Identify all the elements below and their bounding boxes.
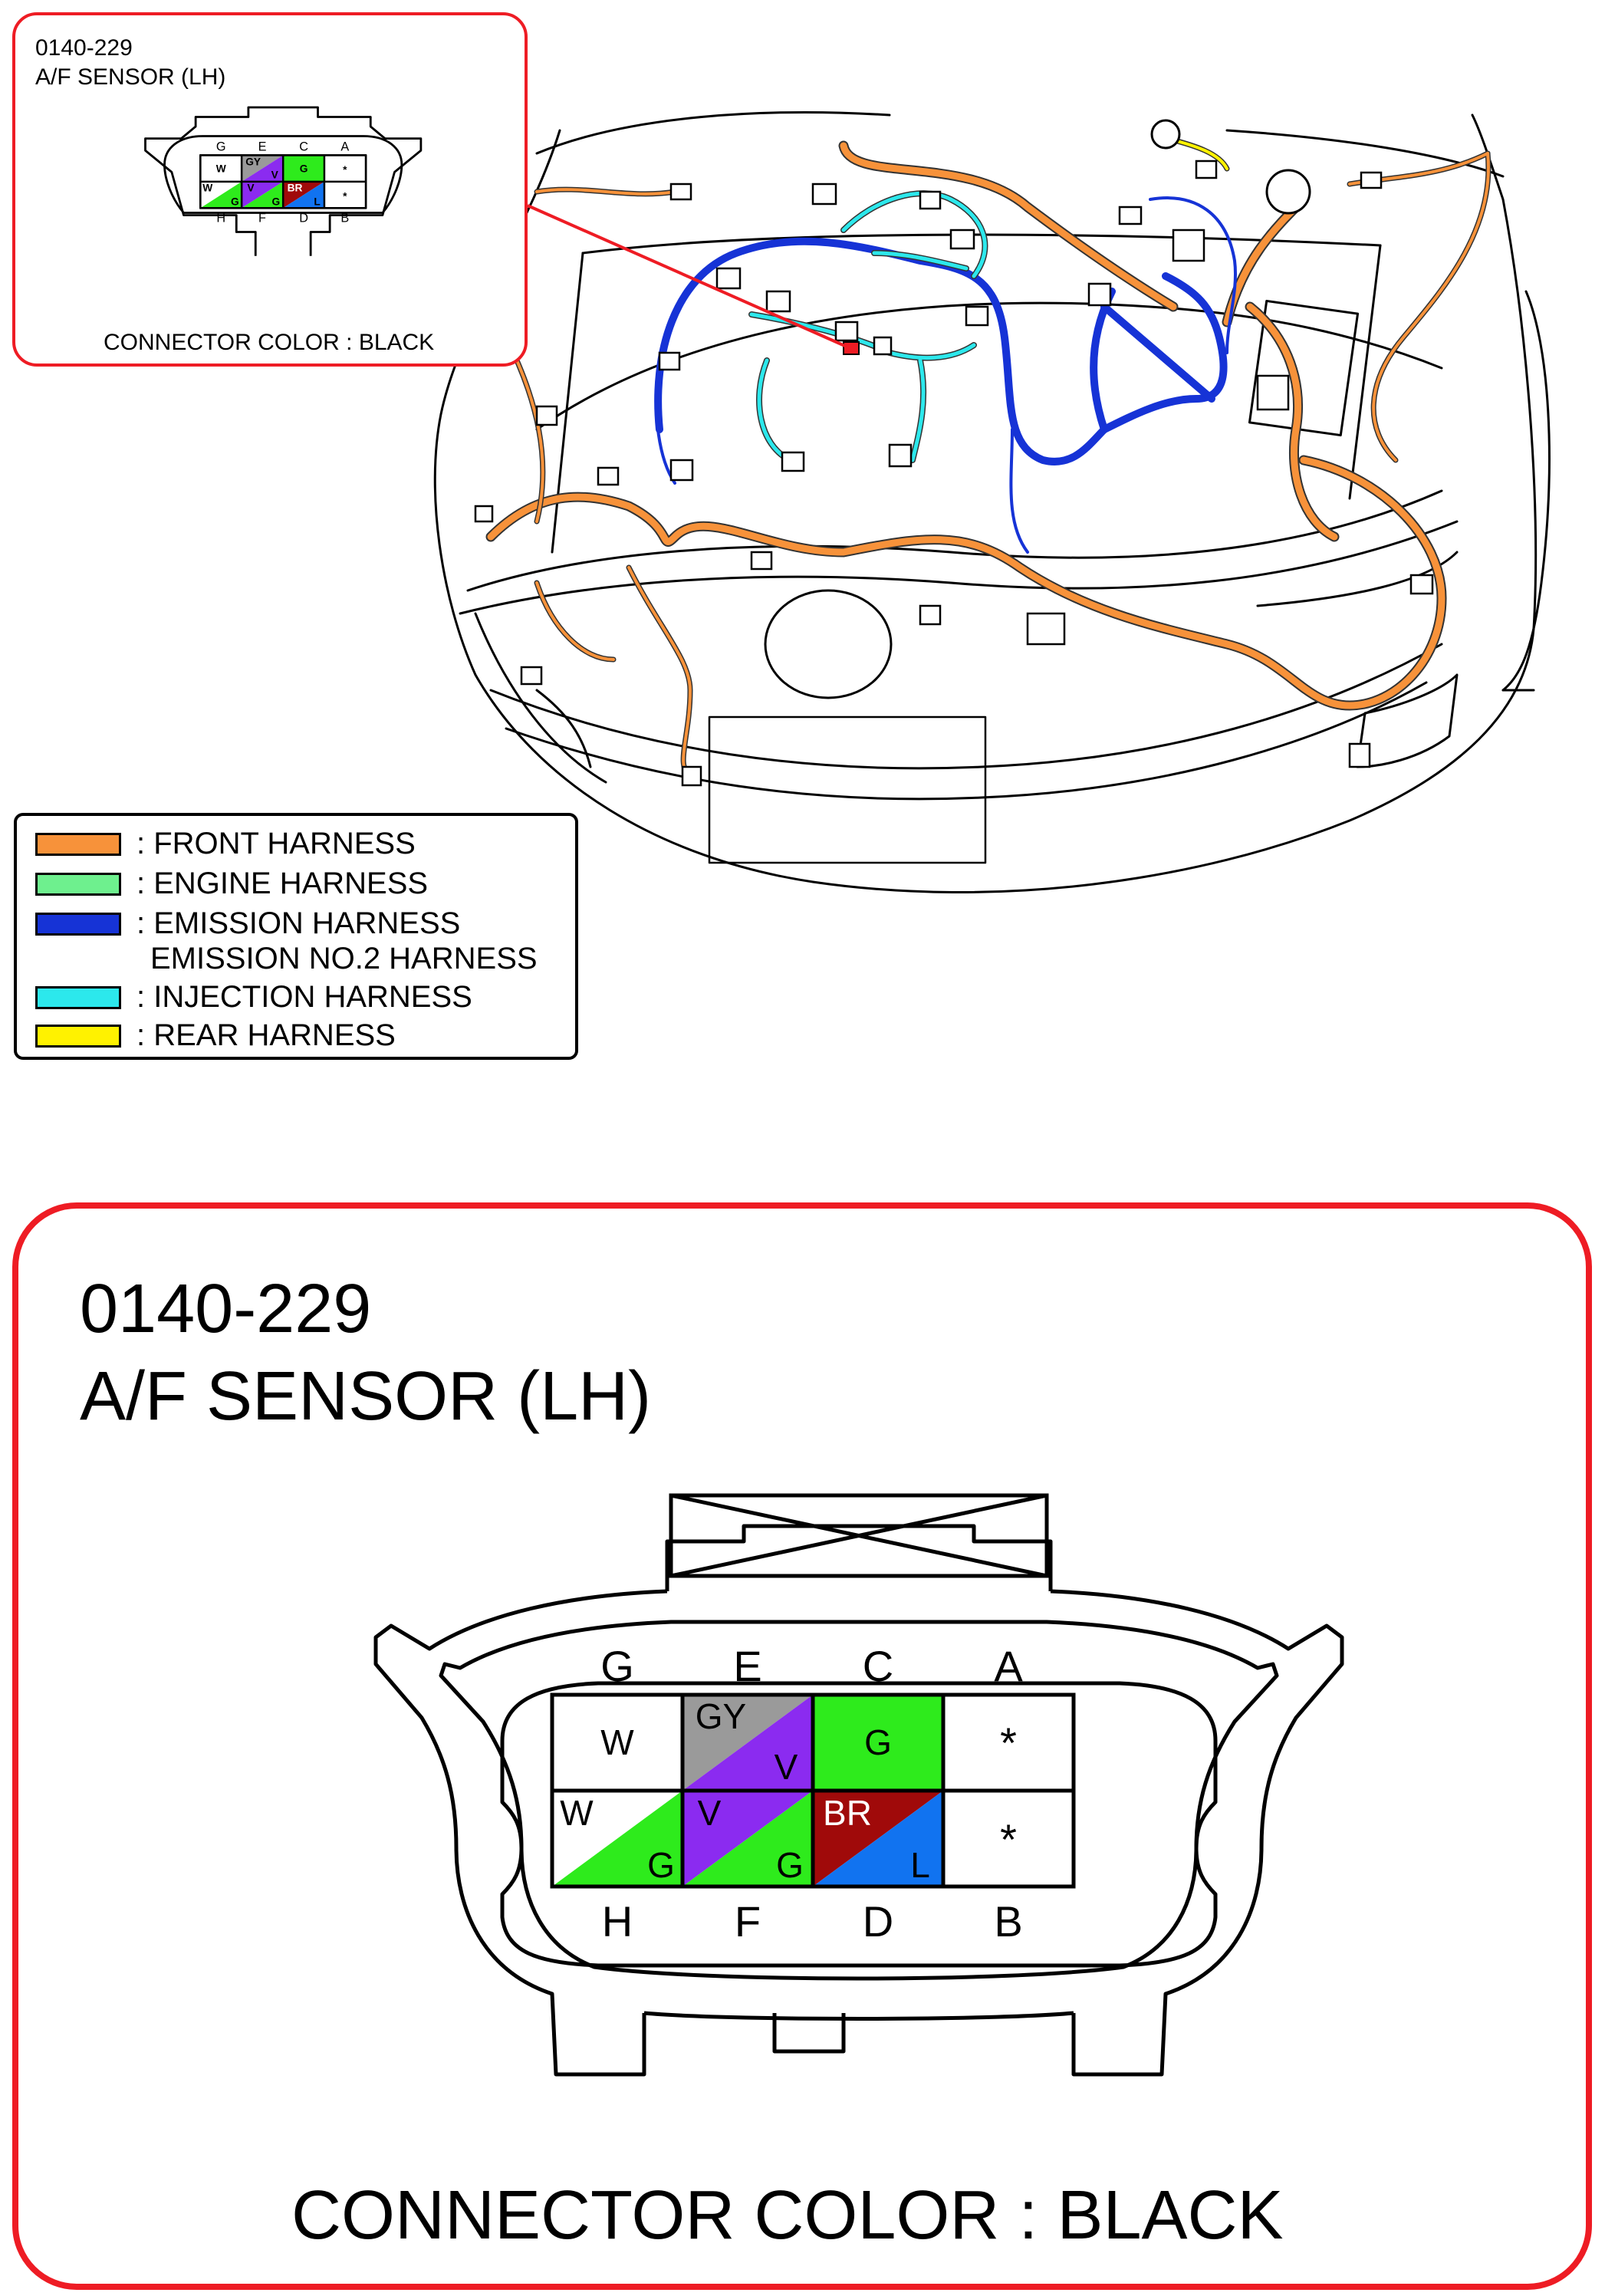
inset-wire-label: V [247,182,255,193]
engine-harness-swatch [35,873,121,896]
inset-code: 0140-229 [35,35,133,61]
detail-code: 0140-229 [80,1271,372,1347]
rear-harness-swatch [35,1025,121,1048]
inset-pin-label: C [299,140,308,153]
inset-pin-label: H [216,211,225,225]
callout-pointer-line [527,204,847,348]
wire-code-h-upper: W [560,1793,594,1833]
wire-code-d-lower: L [910,1845,930,1885]
inset-connector-color: CONNECTOR COLOR : BLACK [104,330,435,355]
inset-wire-label: GY [245,156,261,168]
legend-rear-label: : REAR HARNESS [136,1018,396,1052]
pin-label-h: H [602,1897,633,1946]
inset-name: A/F SENSOR (LH) [35,64,226,90]
detail-name: A/F SENSOR (LH) [80,1358,652,1435]
wire-code-f-upper: V [698,1793,722,1833]
grommet-icon [1150,119,1181,150]
inset-pin-label: E [258,140,267,153]
inset-wire-label: G [271,196,280,208]
inset-wire-label: G [300,163,308,174]
harness-legend: : FRONT HARNESS : ENGINE HARNESS : EMISS… [14,813,578,1060]
inset-wire-label: BR [288,182,303,193]
wire-code-e-upper: GY [696,1696,746,1736]
inset-wire-label: V [271,169,279,181]
inset-connector-thumbnail: W GY V G * W G V G BR L * G E C [12,12,528,367]
wire-code-h-lower: G [647,1845,675,1885]
inset-wire-label: W [216,163,226,174]
pin-label-e: E [733,1642,761,1690]
inset-wire-label: L [314,196,320,208]
injection-harness-swatch [35,986,121,1009]
legend-front-label: : FRONT HARNESS [136,827,416,860]
pin-label-g: G [600,1642,634,1690]
wire-code-b: * [1000,1815,1017,1863]
wire-code-g: W [600,1722,634,1762]
pin-label-a: A [994,1642,1023,1690]
pin-label-b: B [994,1897,1022,1946]
legend-injection-label: : INJECTION HARNESS [136,980,472,1014]
pin-label-f: F [735,1897,761,1946]
detail-panel: G E C A H F D B W GY V G * W G V G BR [12,1202,1592,2290]
legend-engine-label: : ENGINE HARNESS [136,867,429,900]
wire-code-d-upper: BR [823,1793,872,1833]
emission-harness-swatch [35,913,121,936]
af-sensor-lh-location-marker [843,341,860,355]
inset-wire-label: G [231,196,239,208]
inset-pin-label: D [299,211,308,225]
wire-code-f-lower: G [776,1845,804,1885]
wire-code-a: * [1000,1719,1017,1767]
front-harness-swatch [35,833,121,856]
inset-pin-label: F [258,211,266,225]
grommet-icon [1265,169,1311,215]
legend-emission-no2-label: EMISSION NO.2 HARNESS [150,942,538,975]
inset-pin-label: G [216,140,226,153]
inset-pin-label: A [340,140,349,153]
wire-code-e-lower: V [775,1747,798,1787]
legend-emission-label: : EMISSION HARNESS [136,906,461,940]
inset-wire-label: W [202,182,212,193]
inset-pin-label: B [340,211,349,225]
pin-label-d: D [863,1897,893,1946]
connector-face: G E C A H F D B W GY V G * W G V G BR [373,1493,1344,2077]
engine-bay-illustration [433,111,1551,894]
inset-wire-label: * [343,164,347,176]
wire-code-c: G [864,1722,892,1762]
detail-connector-color: CONNECTOR COLOR : BLACK [291,2177,1284,2254]
inset-wire-label: * [343,190,347,202]
pin-label-c: C [863,1642,893,1690]
